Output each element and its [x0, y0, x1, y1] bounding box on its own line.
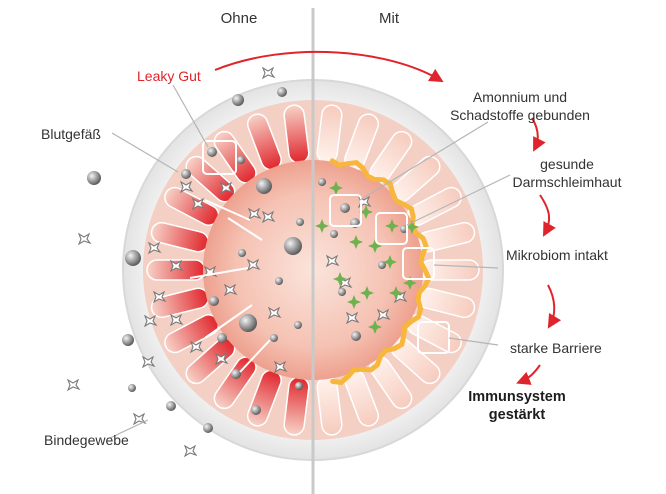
- toxin-particle-icon: [378, 261, 386, 269]
- toxin-particle-icon: [256, 178, 272, 194]
- toxin-particle-icon: [296, 218, 304, 226]
- toxin-particle-icon: [209, 296, 219, 306]
- toxin-particle-icon: [338, 288, 346, 296]
- label-ammonium-line2: Schadstoffe gebunden: [450, 107, 590, 123]
- label-immun-line2: gestärkt: [488, 407, 546, 423]
- header-mit: Mit: [379, 10, 399, 27]
- label-leaky-gut: Leaky Gut: [137, 68, 201, 84]
- mucosa-callout-box: [375, 212, 408, 245]
- label-ammonium-line1: Amonnium und: [472, 89, 568, 105]
- toxin-particle-icon: [284, 237, 302, 255]
- mucus-barrier-line: [329, 158, 432, 386]
- leader-lines: [109, 84, 511, 439]
- label-ammonium: Amonnium und Schadstoffe gebunden: [430, 88, 610, 124]
- label-mucosa-line2: Darmschleimhaut: [512, 174, 622, 190]
- ammonium-callout-box: [329, 194, 362, 227]
- toxin-particle-icon: [217, 333, 227, 343]
- toxin-particles: [87, 87, 408, 433]
- toxin-particle-icon: [207, 147, 217, 157]
- toxin-particle-icon: [238, 249, 246, 257]
- virus-icon: [262, 67, 275, 79]
- flow-arrows: [214, 50, 562, 385]
- toxin-particle-icon: [239, 314, 257, 332]
- toxin-particle-icon: [277, 87, 287, 97]
- toxin-particle-icon: [125, 250, 141, 266]
- toxin-particle-icon: [330, 230, 338, 238]
- label-immunsystem: Immunsystem gestärkt: [462, 388, 572, 424]
- toxin-particle-icon: [232, 94, 244, 106]
- toxin-particle-icon: [351, 331, 361, 341]
- microbiome-callout-box: [402, 247, 435, 280]
- toxin-particle-icon: [203, 423, 213, 433]
- label-mikrobiom: Mikrobiom intakt: [506, 247, 608, 263]
- leak-arrows: [189, 199, 271, 373]
- toxin-particle-icon: [270, 334, 278, 342]
- toxin-particle-icon: [340, 203, 350, 213]
- toxin-particle-icon: [275, 277, 283, 285]
- toxin-particle-icon: [128, 384, 136, 392]
- virus-icon: [78, 233, 91, 245]
- toxin-particle-icon: [166, 401, 176, 411]
- header-ohne: Ohne: [220, 10, 258, 27]
- toxin-particle-icon: [122, 334, 134, 346]
- virus-icon: [184, 445, 197, 457]
- toxin-particle-icon: [251, 405, 261, 415]
- label-blutgefaess: Blutgefäß: [41, 126, 101, 142]
- label-bindegewebe: Bindegewebe: [44, 432, 129, 448]
- toxin-particle-icon: [318, 178, 326, 186]
- toxin-particle-icon: [87, 171, 101, 185]
- toxin-particle-icon: [295, 382, 303, 390]
- toxin-particle-icon: [231, 369, 241, 379]
- toxin-particle-icon: [237, 156, 245, 164]
- label-darmschleimhaut: gesunde Darmschleimhaut: [497, 155, 637, 191]
- label-barriere: starke Barriere: [510, 340, 602, 356]
- barrier-callout-box: [417, 321, 450, 354]
- leaky-gut-callout-box: [202, 140, 237, 175]
- toxin-particle-icon: [294, 321, 302, 329]
- label-mucosa-line1: gesunde: [540, 156, 594, 172]
- virus-icon: [67, 379, 80, 391]
- label-immun-line1: Immunsystem: [468, 389, 566, 405]
- toxin-particle-icon: [181, 169, 191, 179]
